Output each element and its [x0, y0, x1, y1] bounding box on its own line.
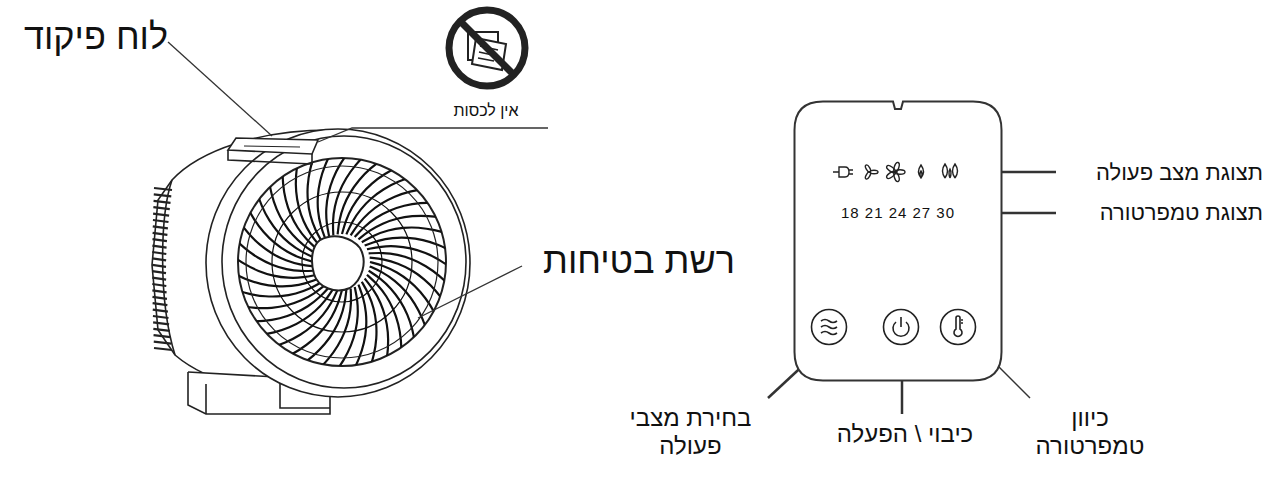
part-name: רשת בטיחות — [520, 240, 735, 281]
button-name: בחירת מצבי פעולה — [608, 404, 773, 459]
top-control-panel — [228, 138, 318, 164]
control-panel: 18 21 24 27 30 — [793, 100, 1003, 382]
button-name: כיוון טמפרטורה — [1020, 404, 1160, 459]
mode-icons — [833, 162, 958, 182]
display-name: תצוגת מצב פעולה — [1058, 160, 1263, 185]
front-face — [206, 129, 470, 397]
display-name: תצוגת טמפרטורה — [1058, 200, 1263, 225]
temperature-scale: 18 21 24 27 30 — [793, 204, 1003, 221]
do-not-cover-symbol — [449, 10, 525, 86]
button-name: כיבוי \ הפעלה — [810, 420, 1000, 448]
warning-text: אין לכסות — [430, 102, 542, 120]
panel-buttons — [812, 310, 976, 345]
panel-outline — [793, 100, 1003, 382]
leader-lines — [168, 42, 1056, 414]
part-name: לוח פיקוד — [10, 16, 168, 57]
